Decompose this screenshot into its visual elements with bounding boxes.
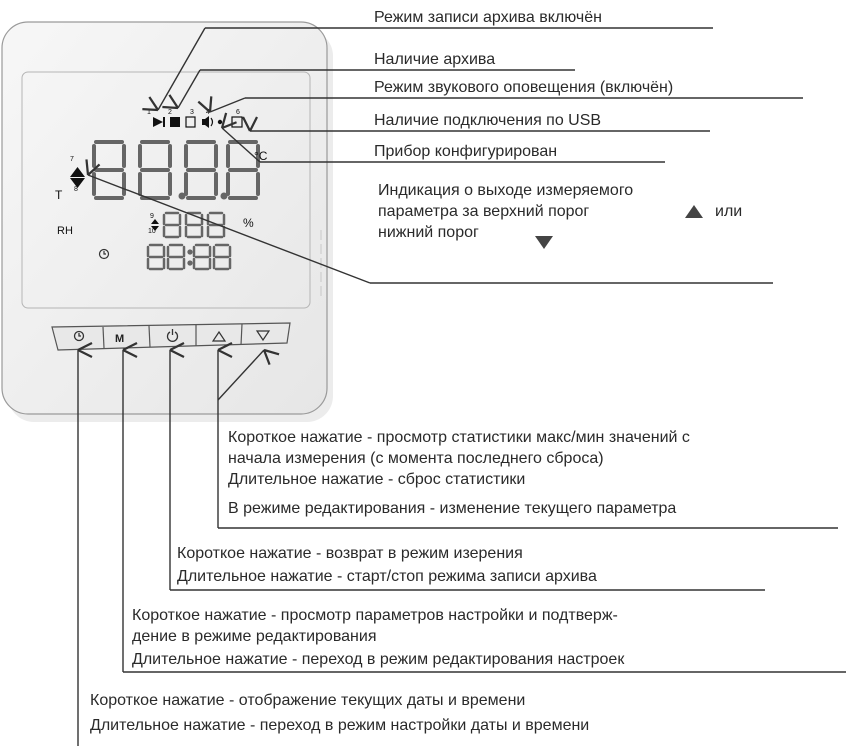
humidity-label: RH: [57, 225, 73, 237]
callout-leaders: [85, 27, 803, 284]
svg-text:9: 9: [150, 213, 154, 220]
lower-threshold-icon: [70, 178, 85, 188]
arrows-desc-line1: Короткое нажатие - просмотр статистики м…: [228, 429, 690, 446]
arrows-desc-line3: Длительное нажатие - сброс статистики: [228, 471, 526, 488]
record-bar: [163, 117, 165, 127]
svg-text:1: 1: [147, 109, 151, 116]
svg-text:4: 4: [206, 109, 210, 116]
svg-text:10: 10: [148, 228, 156, 235]
humidity-digits: [162, 211, 226, 239]
svg-text:6: 6: [236, 109, 240, 116]
temperature-label: T: [55, 188, 63, 202]
callout-sound-alert: Режим звукового оповещения (включён): [374, 79, 674, 96]
svg-text:2: 2: [168, 109, 172, 116]
empty-box-icon: [185, 116, 196, 128]
callout-threshold-line2: параметра за верхний порог: [378, 203, 590, 220]
legend-up-triangle-icon: [685, 205, 703, 218]
callout-usb: Наличие подключения по USB: [374, 112, 602, 129]
power-desc-line1: Короткое нажатие - возврат в режим изере…: [177, 545, 523, 562]
record-icon: [153, 117, 163, 127]
callout-configured: Прибор конфигурирован: [374, 143, 558, 160]
upper-threshold-icon: [70, 167, 85, 177]
time-digits: [146, 243, 232, 271]
callout-threshold-line1: Индикация о выходе измеряемого: [378, 182, 634, 199]
svg-text:3: 3: [190, 109, 194, 116]
percent-unit: %: [243, 216, 254, 230]
clock-desc-line1: Короткое нажатие - отображение текущих д…: [90, 692, 526, 709]
speaker-icon: [202, 116, 209, 128]
callout-archive-present: Наличие архива: [374, 51, 496, 68]
menu-desc-line2: дение в режиме редактирования: [132, 628, 377, 645]
svg-text:8: 8: [74, 186, 78, 193]
power-button-icon[interactable]: [166, 329, 179, 342]
archive-icon: [170, 117, 180, 127]
callout-threshold-or: или: [715, 203, 743, 220]
device-body: [1, 21, 333, 422]
usb-dot-icon: [217, 119, 223, 125]
menu-desc-line1: Короткое нажатие - просмотр параметров н…: [132, 607, 618, 624]
legend-down-triangle-icon: [535, 236, 553, 249]
clock-button-icon[interactable]: [73, 330, 85, 342]
main-digits: [92, 140, 260, 200]
callout-archive-recording: Режим записи архива включён: [374, 9, 602, 26]
down-button-icon[interactable]: [255, 330, 271, 342]
lcd-clock-icon: [98, 248, 110, 260]
button-leaders: [77, 341, 846, 746]
power-desc-line2: Длительное нажатие - старт/стоп режима з…: [177, 568, 597, 585]
arrows-desc-line2: начала измерения (с момента последнего с…: [228, 450, 604, 467]
menu-button-label[interactable]: M: [115, 333, 125, 345]
arrows-desc-line4: В режиме редактирования - изменение теку…: [228, 500, 677, 517]
svg-text:7: 7: [70, 156, 74, 163]
celsius-unit: °C: [254, 149, 268, 163]
callout-threshold-line3: нижний порог: [378, 224, 479, 241]
menu-desc-line3: Длительное нажатие - переход в режим ред…: [132, 651, 625, 668]
up-button-icon[interactable]: [211, 330, 227, 342]
clock-desc-line2: Длительное нажатие - переход в режим нас…: [90, 717, 590, 734]
